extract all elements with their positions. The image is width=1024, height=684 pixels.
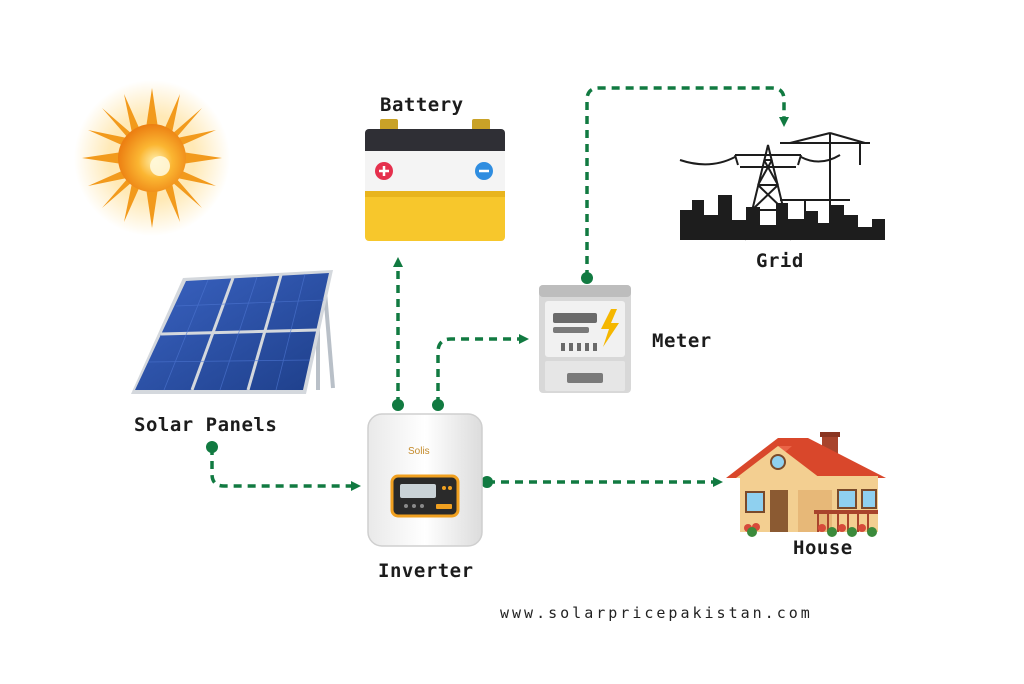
connector-meter-to-grid [585,86,789,278]
battery-label: Battery [380,94,464,116]
grid-tower-icon [679,132,885,241]
connector-panels-to-inverter [210,447,361,491]
meter-label: Meter [652,330,712,352]
website-url: www.solarpricepakistan.com [500,604,813,622]
inverter-icon: Solis [367,413,483,547]
connector-inverter-to-meter [436,334,529,405]
sun-icon [74,80,230,236]
house-icon [726,432,886,537]
solar-panels-label: Solar Panels [134,414,278,436]
house-label: House [793,537,853,559]
solar-panel-icon [131,270,335,394]
battery-icon [365,119,505,241]
inverter-brand: Solis [408,446,430,457]
meter-icon [539,285,631,393]
grid-label: Grid [756,250,804,272]
inverter-label: Inverter [378,560,474,582]
